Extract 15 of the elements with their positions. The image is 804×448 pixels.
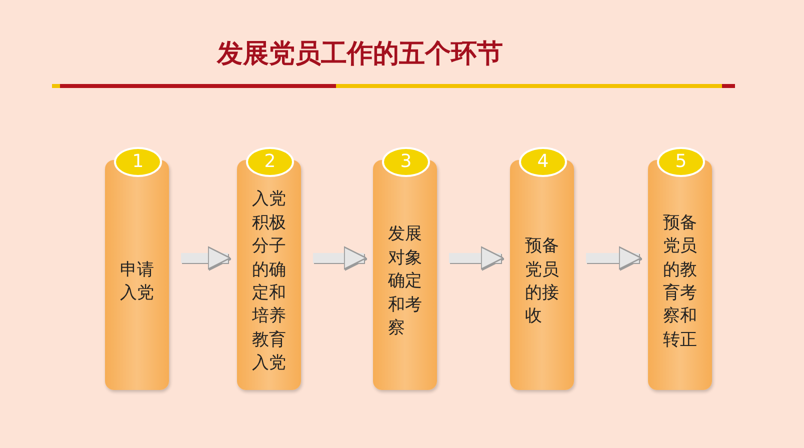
- step-number-badge: 1: [114, 147, 162, 177]
- step-number-badge: 4: [519, 147, 567, 177]
- arrow: [586, 246, 642, 270]
- step-label: 预备党员的接收: [525, 235, 559, 328]
- step-label: 申请入党: [120, 258, 154, 305]
- title: 发展党员工作的五个环节: [216, 38, 504, 71]
- step-label: 发展对象确定和考察: [388, 223, 422, 340]
- step-number-badge: 5: [657, 147, 705, 177]
- step-number-badge: 2: [246, 147, 294, 177]
- arrow: [449, 246, 504, 270]
- arrow: [181, 246, 231, 270]
- step-label: 入党积极分子的确定和培养教育入党: [252, 188, 286, 376]
- step-number-badge: 3: [382, 147, 430, 177]
- step-label: 预备党员的教育考察和转正: [663, 212, 697, 352]
- arrow: [313, 246, 367, 270]
